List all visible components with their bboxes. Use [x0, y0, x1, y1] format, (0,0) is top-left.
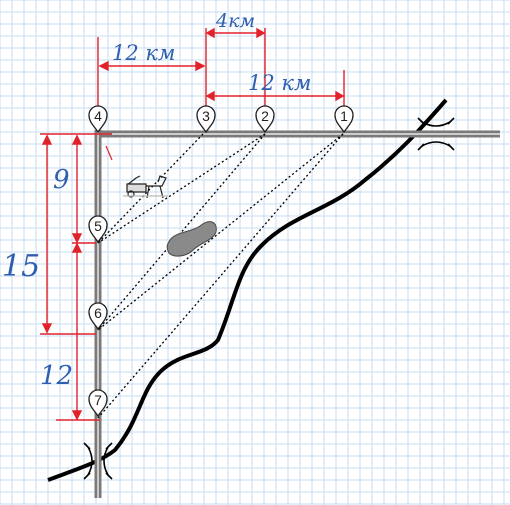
- marker-5[interactable]: 5: [88, 215, 108, 244]
- marker-7[interactable]: 7: [88, 389, 108, 418]
- marker-label: 7: [94, 392, 102, 408]
- label-12km-top-left: 12 км: [112, 41, 175, 65]
- markers: 4 3 2 1 5 6 7: [88, 105, 354, 418]
- marker-label: 1: [340, 108, 348, 124]
- marker-3[interactable]: 3: [196, 105, 216, 134]
- label-4km: 4км: [215, 10, 255, 32]
- label-15: 15: [2, 249, 40, 284]
- marker-4[interactable]: 4: [88, 105, 108, 134]
- marker-label: 5: [94, 218, 102, 234]
- marker-1[interactable]: 1: [334, 105, 354, 134]
- label-12km-top-right: 12 км: [248, 71, 311, 95]
- marker-label: 2: [261, 108, 269, 124]
- label-9: 9: [53, 165, 70, 195]
- marker-2[interactable]: 2: [255, 105, 275, 134]
- bridge-icon: [83, 442, 113, 480]
- sight-lines: [97, 133, 344, 419]
- marker-label: 3: [202, 108, 210, 124]
- horse-cart-icon: [123, 175, 168, 199]
- line-1-6: [97, 133, 344, 331]
- line-3-5: [97, 133, 204, 244]
- measurement-lines: [40, 27, 345, 421]
- marker-label: 4: [94, 108, 102, 124]
- label-12-left: 12: [40, 361, 73, 391]
- marker-6[interactable]: 6: [88, 302, 108, 331]
- river-line: [47, 98, 448, 482]
- marker-label: 6: [94, 305, 102, 321]
- lake-icon: [166, 221, 217, 257]
- tick-mark: [105, 145, 113, 161]
- measurement-labels: 12 км 4км 12 км 9 15 12: [2, 10, 311, 391]
- bridge-icon: [417, 117, 455, 151]
- line-2-5: [97, 133, 266, 244]
